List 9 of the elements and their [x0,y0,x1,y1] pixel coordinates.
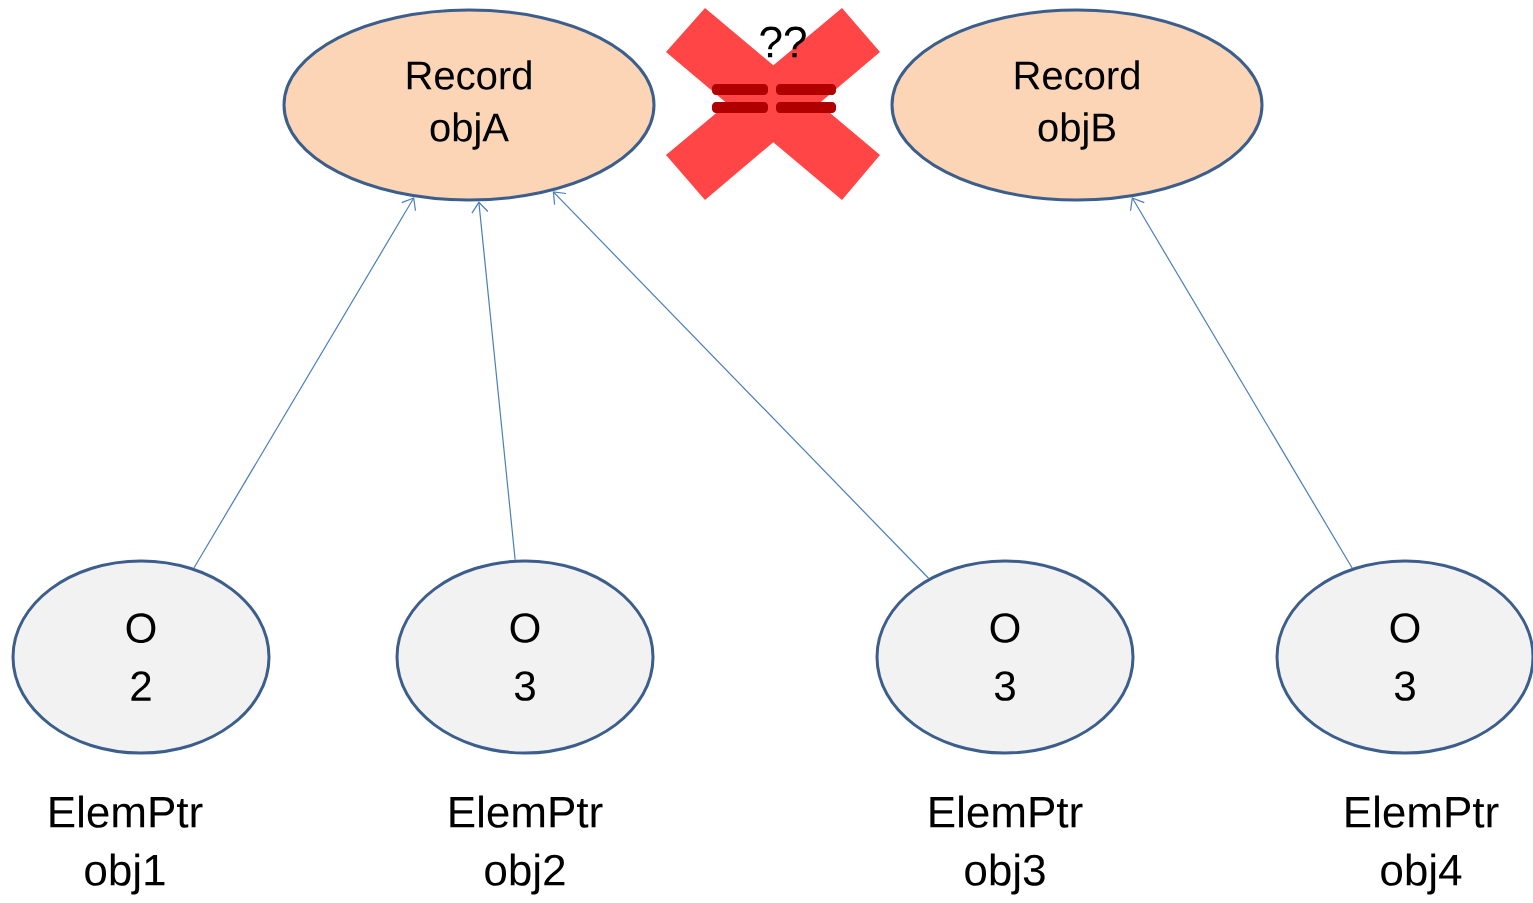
node-caption: ElemPtr obj2 [450,795,603,895]
arrow [1129,197,1353,569]
question-marks: ?? [760,26,806,58]
node-caption: ElemPtr obj3 [930,795,1083,895]
arrow [471,201,516,561]
arrow [193,197,417,569]
node-caption: ElemPtr obj4 [1346,795,1499,895]
node-caption: ElemPtr obj1 [50,795,203,895]
arrow [552,191,930,579]
